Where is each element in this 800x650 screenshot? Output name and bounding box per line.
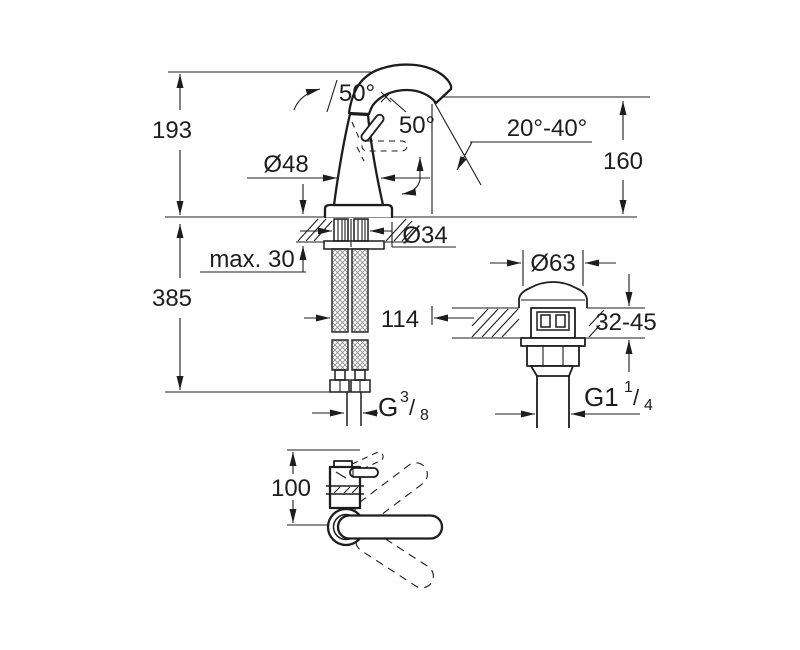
body-reflection-marks: [351, 121, 365, 162]
flex-hoses: [329, 248, 371, 426]
label-50-side: 50°: [399, 112, 435, 139]
faucet-plan-view: [287, 449, 444, 589]
label-32-45: 32-45: [595, 309, 656, 336]
waste-nut: [526, 345, 580, 367]
label-g38-sup: 3: [400, 389, 409, 406]
dimensions: [176, 74, 640, 523]
label-50-top: 50°: [339, 80, 375, 107]
label-g38-sub: 8: [420, 407, 429, 424]
label-g114-base: G1: [584, 382, 619, 412]
stream-angle-line: [432, 99, 482, 186]
spout-angle-leader: [380, 91, 407, 113]
handle-alternate-dashed: [361, 140, 408, 152]
label-g114-sub: 4: [644, 397, 653, 414]
label-160: 160: [603, 148, 643, 175]
waste-dome-cap: [518, 281, 588, 308]
plan-spout: [336, 514, 444, 540]
waste-washer: [520, 337, 586, 347]
label-g38-base: G: [378, 392, 398, 422]
faucet-spout: [347, 63, 453, 116]
plan-handle: [349, 467, 379, 478]
label-g114: G1 1 / 4: [584, 379, 653, 414]
plan-body-detail: [333, 471, 359, 494]
counter-hatch-drain: [471, 308, 605, 338]
label-114: 114: [381, 306, 419, 333]
faucet-side-view: [165, 63, 650, 426]
label-20-40: 20°-40°: [507, 115, 588, 142]
label-g114-slash: /: [633, 385, 640, 410]
label-d63: Ø63: [530, 250, 575, 277]
label-d48: Ø48: [263, 151, 308, 178]
label-g38-slash: /: [409, 395, 416, 420]
waste-body: [530, 307, 576, 339]
waste-drain-view: [452, 281, 645, 428]
label-193: 193: [152, 117, 192, 144]
mounting-washer: [323, 240, 385, 250]
handle-swivel-dashed: [349, 451, 384, 474]
waste-taper: [530, 365, 574, 377]
label-d34: Ø34: [402, 222, 447, 249]
handle-swing-indicator: [401, 157, 424, 196]
mounting-shank: [323, 218, 385, 250]
faucet-base: [323, 203, 394, 219]
label-g114-sup: 1: [624, 379, 633, 396]
handle-rotation-leader: [293, 79, 338, 113]
label-max30: max. 30: [209, 246, 294, 273]
label-g38: G 3 / 8: [378, 389, 429, 424]
dimension-labels: 193 385 max. 30 Ø48 50° 50° 20°-40° 160 …: [152, 80, 657, 502]
handle-raised: [360, 113, 385, 142]
label-385: 385: [152, 285, 192, 312]
label-100: 100: [271, 475, 311, 502]
